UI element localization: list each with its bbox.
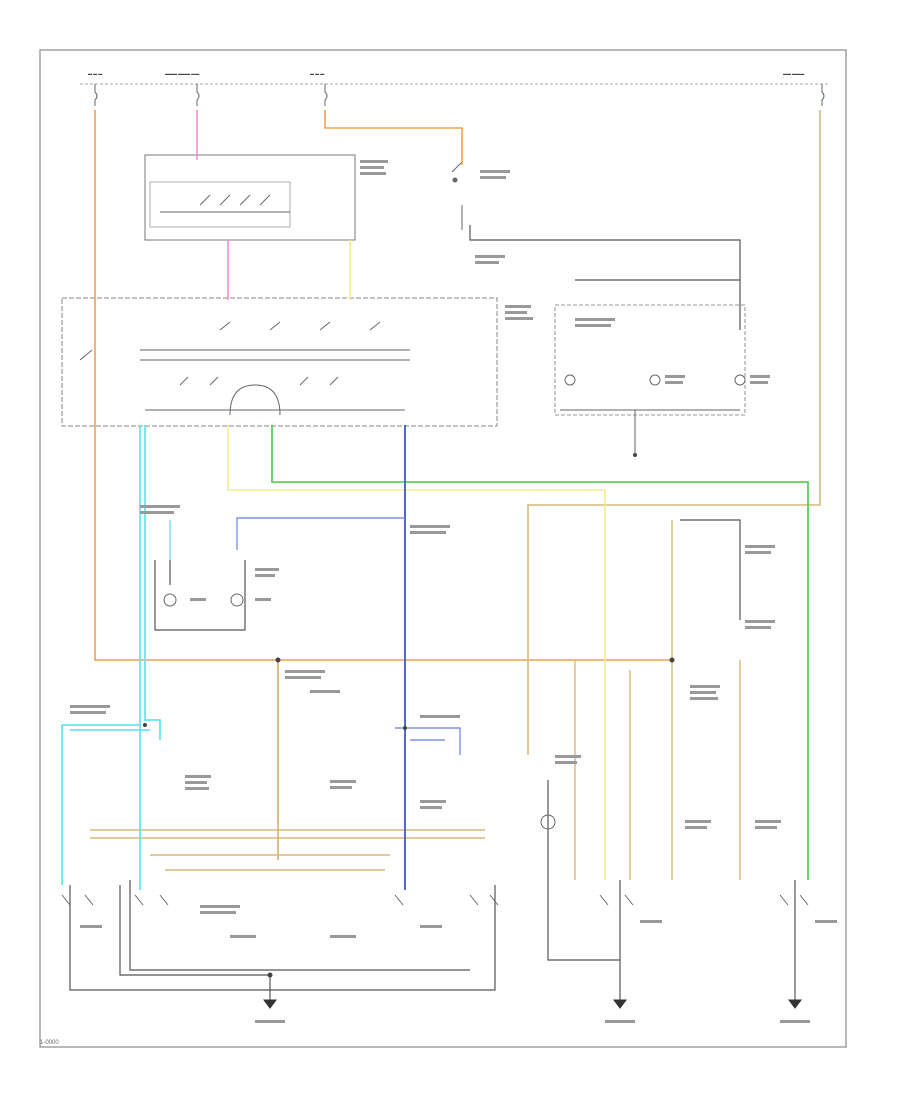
wire-purple-blue xyxy=(236,517,461,755)
fuse-symbols xyxy=(94,84,825,106)
rear-lamp-box xyxy=(554,304,746,416)
rear-lamp-bulbs xyxy=(560,374,746,455)
svg-text:▬ ▬ ▬: ▬ ▬ ▬ xyxy=(310,71,324,76)
combination-switch-internals xyxy=(79,321,410,416)
wire-tan-right-column xyxy=(574,520,741,880)
wire-green xyxy=(271,425,809,880)
figure-id: 1-0000 xyxy=(40,1040,59,1046)
top-labels: ▬ ▬ ▬ ▬▬▬ ▬▬▬ ▬▬ ▬ ▬ ▬ ▬▬ ▬▬▬ xyxy=(88,71,804,76)
combination-switch-box xyxy=(61,297,498,427)
lamp-symbols xyxy=(163,593,556,830)
wire-tan-headlamp-bus xyxy=(150,854,390,871)
svg-text:▬▬▬ ▬▬▬ ▬▬: ▬▬▬ ▬▬▬ ▬▬ xyxy=(165,71,199,76)
wire-pink xyxy=(196,110,229,300)
wire-tan-bus xyxy=(90,829,485,839)
headlight-switch-box xyxy=(144,154,356,241)
wire-yellow xyxy=(227,425,606,880)
component-label-marks xyxy=(70,160,837,1023)
wire-orange-left xyxy=(94,110,672,661)
svg-text:▬▬ ▬▬▬: ▬▬ ▬▬▬ xyxy=(783,71,804,76)
wire-tan-right xyxy=(527,110,821,755)
splice-dots xyxy=(143,453,675,978)
brake-switch xyxy=(451,161,463,230)
bottom-switches xyxy=(61,894,809,906)
headlight-switch-inner xyxy=(149,181,291,228)
svg-text:▬ ▬ ▬: ▬ ▬ ▬ xyxy=(88,71,102,76)
ground-symbols xyxy=(263,999,802,1009)
wires-black xyxy=(69,225,796,1000)
wire-cyan xyxy=(61,425,161,890)
switch-contacts xyxy=(160,194,290,213)
diagram-border xyxy=(39,49,847,1048)
wire-orange-top xyxy=(324,110,463,165)
